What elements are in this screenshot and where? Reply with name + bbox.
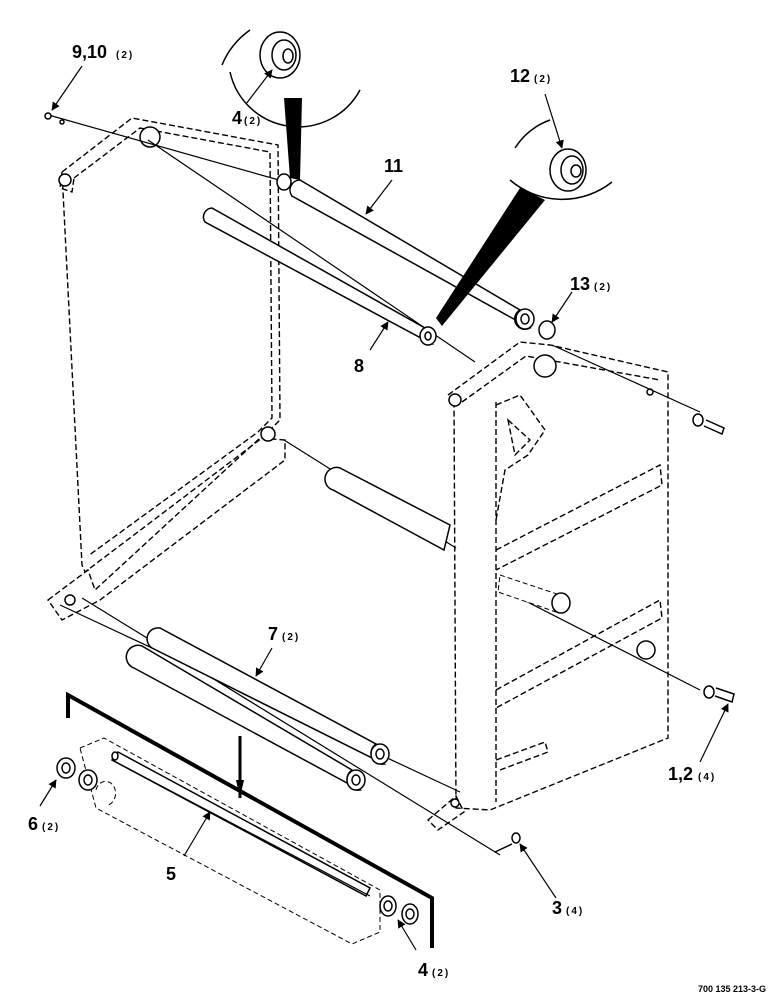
left-side-panel bbox=[47, 117, 286, 621]
callout-11: 11 bbox=[384, 156, 403, 176]
callout-5: 5 bbox=[166, 864, 176, 884]
svg-text:(2): (2) bbox=[534, 74, 552, 85]
svg-text:12: 12 bbox=[510, 66, 530, 86]
svg-text:11: 11 bbox=[384, 156, 403, 176]
svg-text:8: 8 bbox=[354, 356, 364, 376]
right-side-panel bbox=[426, 341, 669, 831]
svg-text:(4): (4) bbox=[698, 772, 716, 783]
roller-11 bbox=[289, 179, 535, 331]
svg-text:13: 13 bbox=[570, 274, 590, 294]
roller-7-upper bbox=[146, 627, 390, 765]
callout-6: 6 (2) bbox=[28, 814, 60, 834]
hardware bbox=[44, 112, 735, 853]
callout-1-2: 1,2 (4) bbox=[668, 764, 716, 784]
svg-text:1,2: 1,2 bbox=[668, 764, 693, 784]
center-roller bbox=[324, 466, 451, 552]
svg-text:5: 5 bbox=[166, 864, 176, 884]
svg-text:(2): (2) bbox=[244, 116, 262, 127]
bearing-inset-12 bbox=[436, 119, 613, 326]
roller-8 bbox=[202, 207, 437, 346]
callout-13: 13 (2) bbox=[570, 274, 612, 294]
callout-4-top: 4 (2) bbox=[232, 108, 262, 128]
svg-text:6: 6 bbox=[28, 814, 38, 834]
svg-text:7: 7 bbox=[268, 624, 278, 644]
drawing-reference-code: 700 135 213-3-G bbox=[698, 984, 766, 994]
callout-3: 3 (4) bbox=[552, 898, 584, 918]
svg-text:(4): (4) bbox=[566, 906, 584, 917]
kit-bracket bbox=[66, 691, 434, 948]
svg-text:3: 3 bbox=[552, 898, 562, 918]
svg-text:(2): (2) bbox=[116, 50, 134, 61]
roller-7-lower bbox=[125, 644, 366, 791]
svg-text:(2): (2) bbox=[42, 822, 60, 833]
bearing-inset-top bbox=[221, 29, 361, 180]
leader-lines bbox=[39, 65, 729, 951]
svg-text:(2): (2) bbox=[282, 632, 300, 643]
svg-text:(2): (2) bbox=[432, 968, 450, 979]
callout-4-bottom: 4 (2) bbox=[418, 960, 450, 980]
callout-7: 7 (2) bbox=[268, 624, 300, 644]
callout-12: 12 (2) bbox=[510, 66, 552, 86]
rear-roller bbox=[497, 574, 571, 614]
svg-text:(2): (2) bbox=[594, 282, 612, 293]
svg-text:4: 4 bbox=[418, 960, 428, 980]
kit-rollers bbox=[56, 737, 419, 945]
svg-text:9,10: 9,10 bbox=[72, 42, 107, 62]
svg-text:4: 4 bbox=[232, 108, 242, 128]
callout-8: 8 bbox=[354, 356, 364, 376]
callout-9-10: 9,10 (2) bbox=[72, 42, 134, 62]
